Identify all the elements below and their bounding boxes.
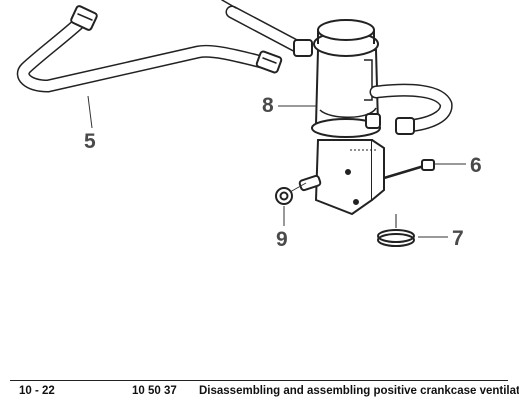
callout-5: 5 <box>84 130 96 153</box>
upper-hose <box>221 0 313 57</box>
hose-clamp <box>377 214 415 247</box>
section-title: Disassembling and assembling positive cr… <box>199 385 519 397</box>
callout-8: 8 <box>262 94 274 117</box>
washer <box>275 187 293 205</box>
page-footer: 10 - 22 10 50 37 Disassembling and assem… <box>10 380 519 402</box>
exploded-view-drawing: 5 6 7 8 9 <box>16 0 482 251</box>
section-code: 10 50 37 <box>132 385 177 397</box>
callout-9: 9 <box>276 228 288 251</box>
side-hose <box>365 83 453 135</box>
breather-hose <box>16 5 283 93</box>
page-number: 10 - 22 <box>19 385 55 397</box>
screw <box>383 159 435 180</box>
footer-divider <box>10 380 508 381</box>
callout-6: 6 <box>470 154 482 177</box>
mounting-bracket <box>314 139 385 216</box>
leader-lines <box>87 95 466 238</box>
callout-7: 7 <box>452 227 464 250</box>
